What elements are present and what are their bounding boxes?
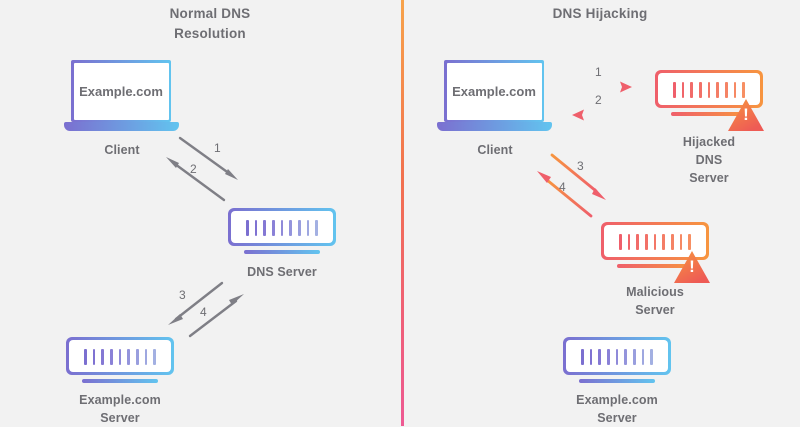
left-example-com-server-label-line1: Example.com	[79, 393, 161, 407]
warning-icon: !	[727, 98, 765, 132]
right-hijacked-dns-server-label: Hijacked DNS Server	[649, 133, 769, 187]
right-arrow-4-number: 4	[559, 180, 566, 194]
right-hijacked-dns-server-label-line3: Server	[689, 171, 729, 186]
left-arrow-2-number: 2	[190, 162, 197, 176]
panel-title-hijacking-line1: DNS Hijacking	[552, 6, 648, 21]
right-arrow-1-number: 1	[595, 65, 602, 79]
left-example-com-server-label-line2: Server	[100, 411, 140, 426]
warning-triangle	[674, 251, 710, 283]
right-arrow-3-number: 3	[577, 159, 584, 173]
panel-title-normal-line1: Normal DNS	[169, 6, 251, 21]
right-client-label: Client	[435, 141, 555, 159]
server-lights	[246, 220, 318, 236]
server-stand	[671, 112, 747, 116]
right-example-com-server-label-line2: Server	[597, 411, 637, 426]
right-arrow-2	[572, 109, 632, 121]
server-lights	[673, 82, 745, 98]
server-stand	[82, 379, 158, 383]
left-arrow-2	[166, 157, 226, 202]
warning-exclamation: !	[743, 105, 749, 124]
left-arrow-1-number: 1	[214, 141, 221, 155]
right-malicious-server-label-line1: Malicious	[626, 285, 684, 299]
left-client-label-line1: Client	[104, 143, 140, 157]
warning-icon: !	[673, 250, 711, 284]
left-arrow-3	[168, 281, 224, 325]
right-malicious-server[interactable]: !	[601, 222, 710, 283]
left-client-label: Client	[62, 141, 182, 159]
left-dns-server-label-line1: DNS Server	[247, 265, 317, 279]
right-malicious-server-label-line2: Server	[635, 303, 675, 318]
right-arrow-4	[537, 171, 593, 218]
server-stand	[617, 264, 693, 268]
left-dns-server-label: DNS Server	[222, 263, 342, 281]
right-client-label-line1: Client	[477, 143, 513, 157]
right-malicious-server-label: Malicious Server	[595, 283, 715, 319]
right-example-com-server[interactable]	[563, 337, 671, 385]
server-lights	[581, 349, 653, 365]
panel-divider	[401, 0, 404, 426]
left-arrow-4	[188, 294, 244, 338]
right-hijacked-dns-server-label-line2: DNS	[695, 153, 723, 168]
right-arrow-3	[550, 153, 606, 200]
left-example-com-server-label: Example.com Server	[60, 391, 180, 427]
left-arrow-3-number: 3	[179, 288, 186, 302]
server-stand	[244, 250, 320, 254]
server-stand	[579, 379, 655, 383]
laptop-screen: Example.com	[444, 60, 544, 122]
warning-triangle	[728, 99, 764, 131]
warning-exclamation: !	[689, 257, 695, 276]
right-hijacked-dns-server-label-line1: Hijacked	[682, 135, 736, 149]
left-arrow-4-number: 4	[200, 305, 207, 319]
right-arrow-1	[572, 81, 632, 93]
right-client-laptop[interactable]: Example.com	[437, 60, 552, 132]
panel-title-normal: Normal DNS Resolution	[120, 4, 300, 43]
left-arrow-1	[178, 136, 238, 180]
left-dns-server[interactable]	[228, 208, 336, 256]
laptop-screen-text: Example.com	[446, 62, 542, 120]
right-example-com-server-label: Example.com Server	[557, 391, 677, 427]
right-example-com-server-label-line1: Example.com	[576, 393, 658, 407]
server-lights	[84, 349, 156, 365]
server-lights	[619, 234, 691, 250]
left-example-com-server[interactable]	[66, 337, 174, 385]
laptop-screen: Example.com	[71, 60, 171, 122]
right-arrow-2-number: 2	[595, 93, 602, 107]
laptop-base	[437, 122, 552, 131]
laptop-base	[64, 122, 179, 131]
right-hijacked-dns-server[interactable]: !	[655, 70, 764, 131]
panel-title-hijacking: DNS Hijacking	[500, 4, 700, 24]
laptop-screen-text: Example.com	[73, 62, 169, 120]
panel-title-normal-line2: Resolution	[174, 25, 246, 41]
left-client-laptop[interactable]: Example.com	[64, 60, 179, 132]
